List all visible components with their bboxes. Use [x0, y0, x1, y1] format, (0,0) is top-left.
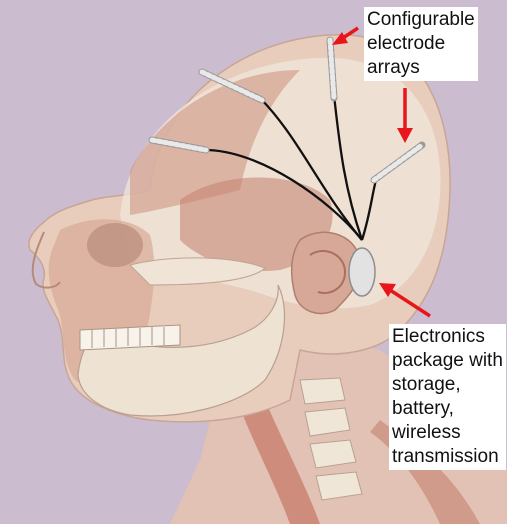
electronics-label-line-4: battery,	[392, 397, 503, 421]
electronics-package-label: Electronics package with storage, batter…	[389, 324, 506, 470]
electronics-label-line-1: Electronics	[392, 325, 503, 349]
electronics-label-line-6: transmission	[392, 445, 503, 469]
electrode-arrays-label-line-2: electrode	[367, 32, 475, 56]
electronics-package	[349, 248, 375, 296]
electronics-label-line-2: package with	[392, 349, 503, 373]
teeth	[80, 325, 180, 350]
electronics-label-line-3: storage,	[392, 373, 503, 397]
electrode-arrays-label-line-3: arrays	[367, 56, 475, 80]
electrode-arrays-label-line-1: Configurable	[367, 8, 475, 32]
eye-socket	[87, 223, 143, 267]
electrode-arrays-label: Configurable electrode arrays	[364, 7, 478, 81]
electronics-label-line-5: wireless	[392, 421, 503, 445]
